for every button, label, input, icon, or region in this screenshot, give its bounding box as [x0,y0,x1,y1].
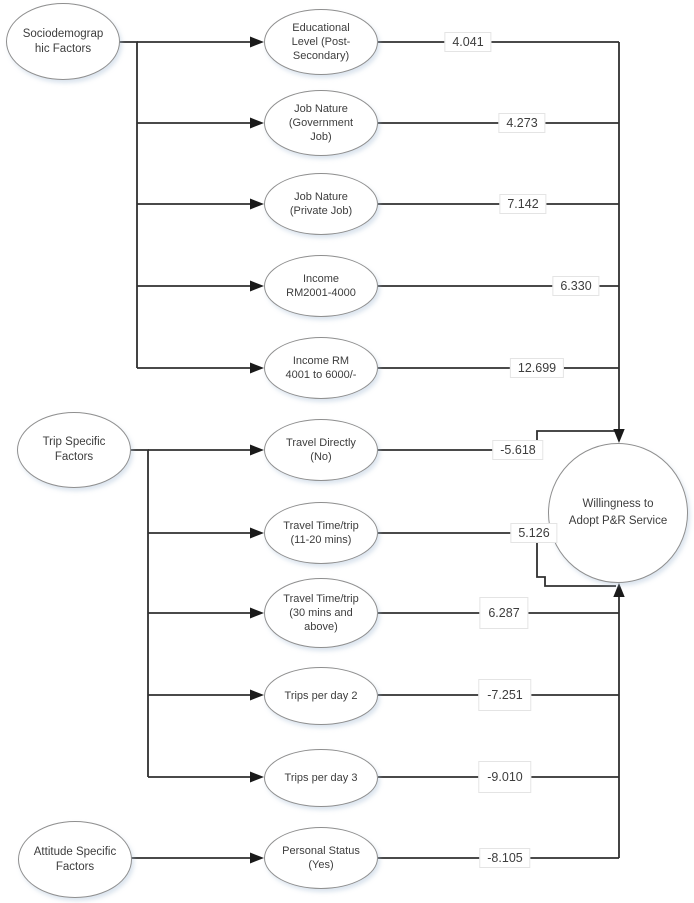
arrow-right-icon [250,117,264,129]
coef-label-travel-time-11-20: 5.126 [510,523,558,543]
factor-node-sociodemographic: Sociodemograp hic Factors [6,3,120,80]
arrow-right-icon [250,36,264,48]
coef-label-personal-status: -8.105 [479,848,531,868]
coef-label-trips-per-day-2: -7.251 [478,679,532,711]
coef-label-income-4001-6000: 12.699 [509,358,565,378]
coef-label-income-2001-4000: 6.330 [552,276,600,296]
variable-node-travel-time-11-20: Travel Time/trip (11-20 mins) [264,502,378,564]
arrow-right-icon [250,771,264,783]
arrow-right-icon [250,198,264,210]
arrow-right-icon [250,280,264,292]
variable-node-trips-per-day-2: Trips per day 2 [264,667,378,725]
variable-node-job-government: Job Nature (Government Job) [264,90,378,156]
arrow-right-icon [250,852,264,864]
variable-node-job-private: Job Nature (Private Job) [264,173,378,235]
arrow-down-icon [613,429,625,443]
coef-label-job-government: 4.273 [498,113,546,133]
variable-node-trips-per-day-3: Trips per day 3 [264,749,378,807]
coef-label-travel-time-30plus: 6.287 [479,597,529,629]
variable-node-educational-level: Educational Level (Post- Secondary) [264,9,378,75]
arrow-right-icon [250,689,264,701]
socio-trunk-line [119,41,138,368]
trip-trunk-line [130,449,149,777]
coef-label-trips-per-day-3: -9.010 [478,761,532,793]
variable-node-personal-status: Personal Status (Yes) [264,827,378,889]
coef-label-job-private: 7.142 [499,194,547,214]
variable-node-travel-time-30plus: Travel Time/trip (30 mins and above) [264,578,378,648]
arrow-right-icon [250,362,264,374]
outcome-node-willingness: Willingness to Adopt P&R Service [548,443,688,583]
arrow-right-icon [250,444,264,456]
factor-node-attitude-specific: Attitude Specific Factors [18,821,132,898]
variable-node-income-2001-4000: Income RM2001-4000 [264,255,378,317]
arrow-right-icon [250,607,264,619]
coef-label-travel-directly: -5.618 [492,440,544,460]
factor-node-trip-specific: Trip Specific Factors [17,412,131,488]
variable-node-travel-directly: Travel Directly (No) [264,419,378,481]
arrowheads [250,36,625,864]
arrow-up-icon [613,583,625,597]
coef-label-educational-level: 4.041 [444,32,492,52]
variable-node-income-4001-6000: Income RM 4001 to 6000/- [264,337,378,399]
arrow-right-icon [250,527,264,539]
